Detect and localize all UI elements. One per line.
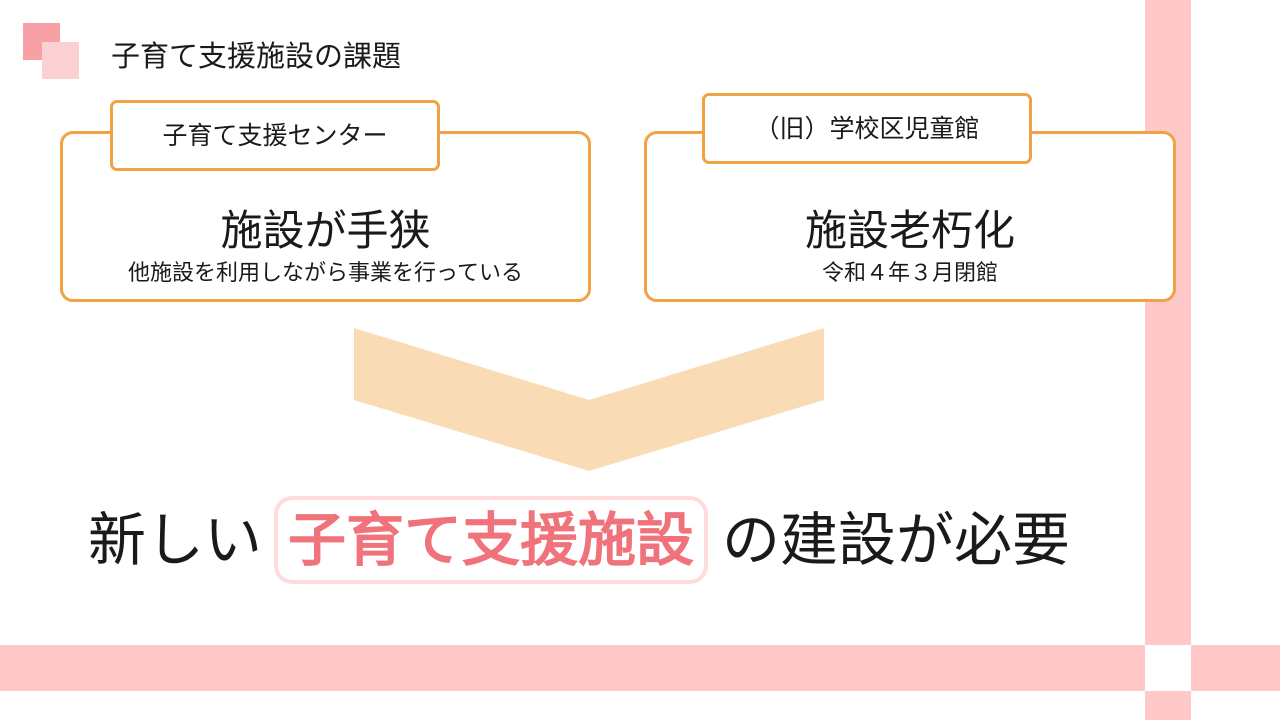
decorative-horizontal-stripe <box>0 645 1280 691</box>
left-card-tag: 子育て支援センター <box>110 100 440 171</box>
conclusion-line: 新しい 子育て支援施設 の建設が必要 <box>88 496 1071 584</box>
left-card-subline: 他施設を利用しながら事業を行っている <box>128 261 523 286</box>
decorative-vertical-stripe <box>1145 0 1191 720</box>
right-card-tag: （旧）学校区児童館 <box>702 93 1032 164</box>
right-card-subline: 令和４年３月閉館 <box>821 261 998 286</box>
down-chevron-arrow <box>354 328 824 471</box>
conclusion-suffix: の建設が必要 <box>722 506 1071 574</box>
corner-square-light <box>42 42 79 79</box>
right-card-headline: 施設老朽化 <box>804 206 1015 255</box>
slide-title: 子育て支援施設の課題 <box>111 39 402 73</box>
decorative-stripe-intersection <box>1145 645 1191 691</box>
conclusion-highlight-frame: 子育て支援施設 <box>274 496 709 584</box>
conclusion-highlight: 子育て支援施設 <box>278 500 705 580</box>
conclusion-prefix: 新しい <box>88 506 263 574</box>
left-card-headline: 施設が手狭 <box>220 206 431 255</box>
